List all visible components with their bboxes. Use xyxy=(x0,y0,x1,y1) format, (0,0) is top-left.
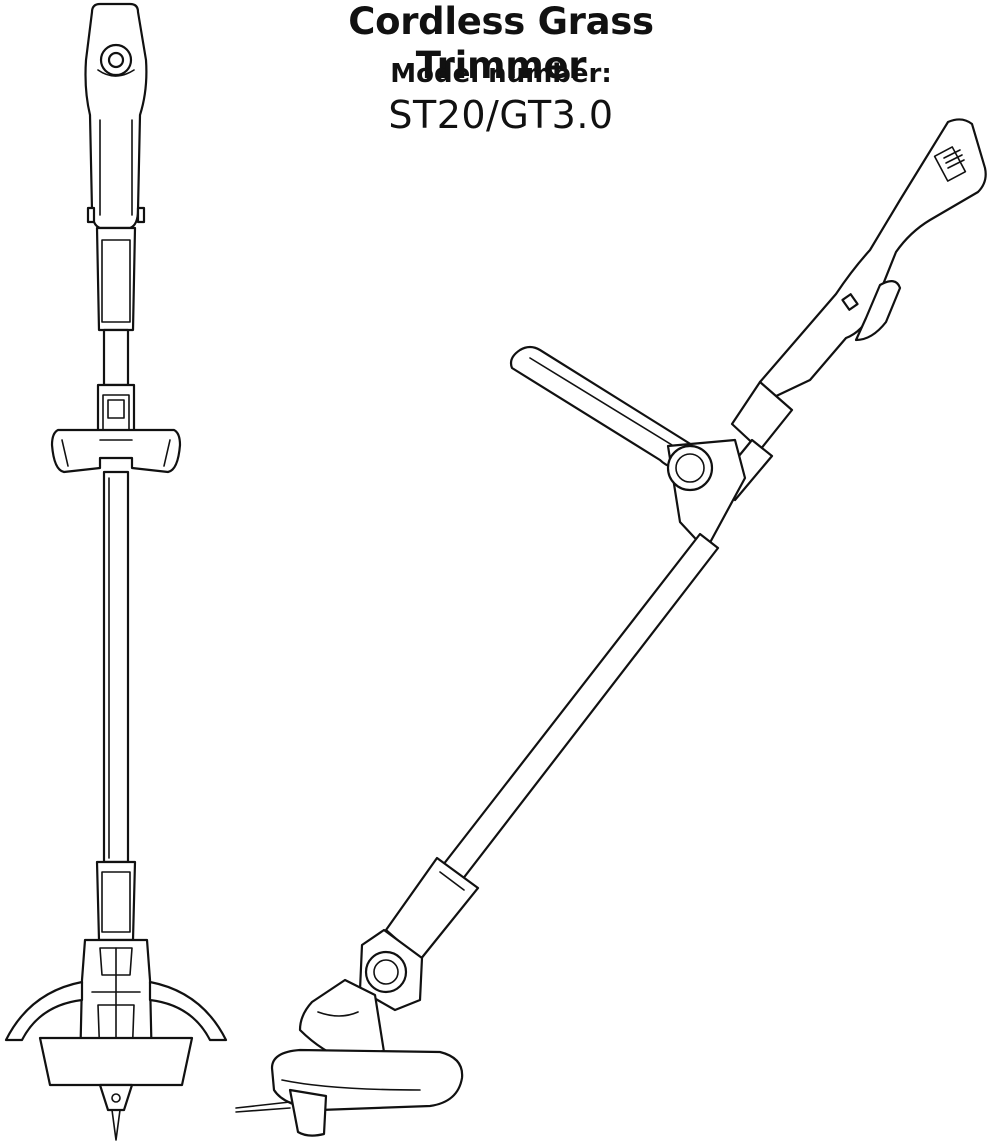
document-title: Cordless Grass Trimmer xyxy=(348,0,654,87)
grass-trimmer-angled-illustration xyxy=(235,118,987,1137)
model-number-label: Model number: xyxy=(390,59,612,89)
grass-trimmer-front-illustration xyxy=(4,2,228,1141)
model-number-value: ST20/GT3.0 xyxy=(388,93,614,137)
